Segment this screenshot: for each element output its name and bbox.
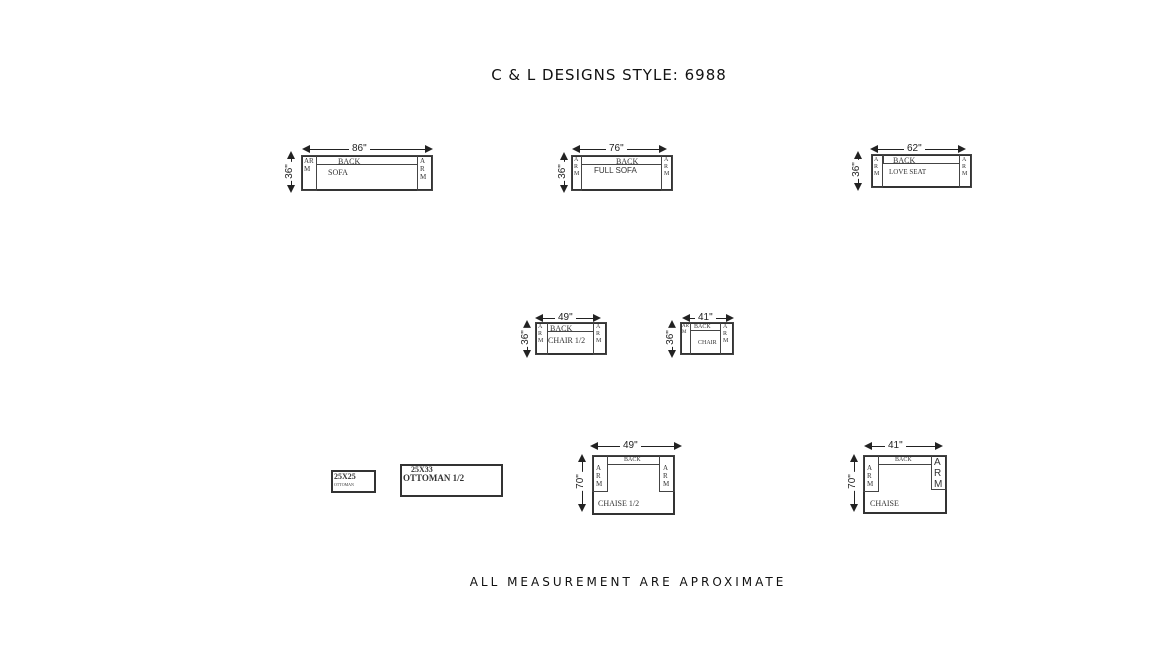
width-label: 76" (606, 143, 627, 154)
back (607, 455, 660, 465)
width-label: 86" (349, 143, 370, 154)
left-arm-label: ARM (867, 464, 874, 488)
arrow-right-icon (726, 314, 734, 322)
back-label: BACK (694, 324, 711, 330)
arrow-up-icon (560, 152, 568, 160)
back-label: BACK (550, 324, 573, 333)
depth-label: 70" (574, 472, 586, 491)
depth-label: 36" (850, 160, 862, 179)
arrow-up-icon (850, 454, 858, 462)
arrow-right-icon (659, 145, 667, 153)
piece-name: FULL SOFA (594, 166, 637, 175)
arrow-right-icon (425, 145, 433, 153)
left-arm (680, 322, 691, 355)
back (878, 455, 932, 465)
ottoman-half-outline (400, 464, 503, 497)
arrow-right-icon (674, 442, 682, 450)
back-label: BACK (616, 157, 639, 166)
left-arm-label: ARM (538, 324, 544, 344)
left-arm-label: ARM (874, 157, 880, 177)
arrow-left-icon (302, 145, 310, 153)
ottoman-outline (331, 470, 376, 493)
left-arm (535, 322, 548, 355)
page-title: C & L DESIGNS STYLE: 6988 (491, 66, 727, 84)
right-arm (931, 455, 947, 490)
left-arm-label: ARM (682, 324, 689, 335)
depth-label: 36" (664, 328, 676, 347)
footer-note: ALL MEASUREMENT ARE APROXIMATE (469, 575, 787, 589)
back-label: BACK (338, 157, 361, 166)
arrow-up-icon (668, 320, 676, 328)
piece-name: OTTOMAN (334, 482, 354, 487)
right-arm-label: ARM (723, 324, 729, 344)
right-arm (659, 455, 675, 492)
ottoman-size: 25X25 (334, 472, 356, 481)
piece-name: LOVE SEAT (889, 168, 927, 176)
arrow-left-icon (590, 442, 598, 450)
right-arm (593, 322, 607, 355)
arrow-down-icon (578, 504, 586, 512)
right-arm (959, 154, 972, 188)
back-label: BACK (895, 457, 912, 463)
left-arm (871, 154, 883, 188)
right-arm (417, 155, 433, 191)
piece-name: CHAIR 1/2 (548, 336, 586, 345)
back (547, 322, 594, 332)
arrow-up-icon (854, 151, 862, 159)
depth-label: 36" (519, 328, 531, 347)
back (883, 154, 960, 164)
right-arm-label: ARM (962, 157, 968, 177)
piece-name: CHAIR (698, 340, 717, 346)
right-arm (661, 155, 673, 191)
back (581, 155, 662, 165)
depth-label: 36" (283, 162, 295, 181)
arrow-down-icon (668, 350, 676, 358)
arrow-down-icon (850, 504, 858, 512)
width-label: 41" (695, 312, 716, 323)
left-arm-label: ARM (596, 464, 603, 488)
back (316, 155, 418, 165)
depth-label: 70" (846, 472, 858, 491)
right-arm-label: ARM (596, 324, 602, 344)
width-label: 62" (904, 143, 925, 154)
arrow-left-icon (572, 145, 580, 153)
left-arm (571, 155, 582, 191)
arrow-left-icon (864, 442, 872, 450)
piece-name: CHAISE 1/2 (598, 499, 640, 508)
width-label: 49" (555, 312, 576, 323)
arrow-up-icon (523, 320, 531, 328)
depth-label: 36" (556, 162, 568, 181)
width-label: 49" (620, 440, 641, 451)
back-label: BACK (624, 457, 641, 463)
ottoman-half-size: 25X33 (411, 465, 433, 474)
left-arm (863, 455, 879, 492)
arrow-down-icon (523, 350, 531, 358)
right-arm-label: ARM (420, 157, 427, 181)
right-arm-label: ARM (664, 157, 670, 177)
left-arm (301, 155, 317, 191)
left-arm (592, 455, 608, 492)
width-label: 41" (885, 440, 906, 451)
right-arm-label: ARM (663, 464, 670, 488)
piece-name: SOFA (328, 168, 348, 177)
arrow-left-icon (870, 145, 878, 153)
arrow-down-icon (560, 185, 568, 193)
back (690, 322, 721, 331)
arrow-up-icon (287, 151, 295, 159)
arrow-left-icon (682, 314, 690, 322)
piece-name: OTTOMAN 1/2 (403, 473, 465, 483)
back-label: BACK (893, 156, 916, 165)
arrow-up-icon (578, 454, 586, 462)
right-arm (720, 322, 734, 355)
piece-name: CHAISE (870, 499, 899, 508)
arrow-right-icon (935, 442, 943, 450)
left-arm-label: AR M (304, 157, 314, 173)
left-arm-label: ARM (574, 157, 580, 177)
right-arm-label: ARM (934, 457, 943, 490)
arrow-left-icon (535, 314, 543, 322)
arrow-right-icon (593, 314, 601, 322)
arrow-down-icon (854, 183, 862, 191)
arrow-down-icon (287, 185, 295, 193)
arrow-right-icon (958, 145, 966, 153)
